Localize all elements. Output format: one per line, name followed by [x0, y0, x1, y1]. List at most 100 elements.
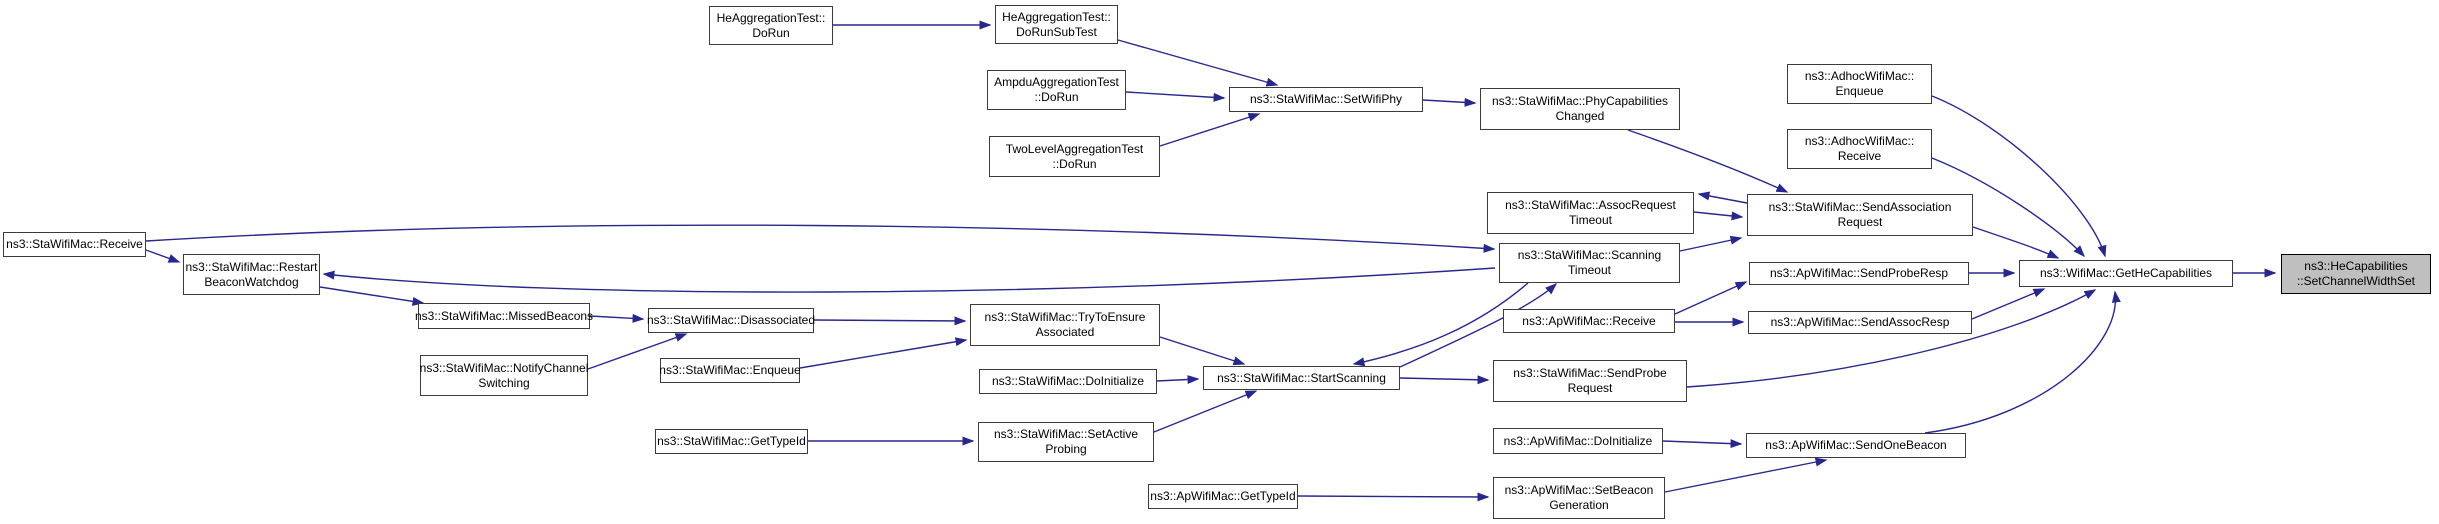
graph-node-label: ns3::ApWifiMac::SendOneBeacon [1765, 438, 1947, 452]
edge-scanning-timeout-to-restart-beaconwatchdog [322, 267, 1496, 293]
edge-sta-receive-to-scanning-timeout [145, 224, 1496, 253]
graph-node-label: ns3::ApWifiMac::SendProbeResp [1769, 266, 1949, 280]
graph-node-ap-receive[interactable]: ns3::ApWifiMac::Receive [1503, 309, 1675, 333]
graph-node-label: ns3::WifiMac::GetHeCapabilities [2039, 266, 2213, 280]
graph-node-sta-receive[interactable]: ns3::StaWifiMac::Receive [3, 232, 146, 257]
graph-node-label: ns3::ApWifiMac::SendAssocResp [1770, 315, 1950, 329]
graph-node-ap-gettypeid[interactable]: ns3::ApWifiMac::GetTypeId [1148, 484, 1298, 509]
graph-node-label: Request [1837, 215, 1883, 229]
graph-node-label: ::DoRun [1052, 156, 1097, 171]
edge-startscanning-to-sendprobe-request [1399, 375, 1490, 385]
graph-node-label: ns3::ApWifiMac::SetBeacon [1504, 483, 1654, 497]
graph-node-label: ns3::StaWifiMac::SetWifiPhy [1249, 92, 1403, 106]
graph-node-sta-enqueue[interactable]: ns3::StaWifiMac::Enqueue [659, 358, 801, 383]
graph-node-label: TwoLevelAggregationTest [1005, 141, 1144, 156]
graph-node-label: ns3::StaWifiMac::Restart [185, 259, 318, 274]
edge-adhoc-receive-to-gethecapabilities [1931, 157, 2086, 258]
graph-node-twolevel-dorun[interactable]: TwoLevelAggregationTest::DoRun [989, 136, 1160, 177]
graph-node-label: Enqueue [1835, 84, 1884, 98]
edge-sendprobe-request-to-gethecapabilities [1686, 289, 2097, 388]
graph-node-label: ns3::StaWifiMac::Enqueue [659, 363, 801, 377]
graph-node-label: Switching [478, 375, 530, 390]
edge-sta-enqueue-to-trytoensure-associated [799, 337, 968, 369]
graph-node-label: Timeout [1569, 213, 1612, 227]
edge-adhoc-enqueue-to-gethecapabilities [1931, 95, 2107, 258]
graph-node-setwifiphy[interactable]: ns3::StaWifiMac::SetWifiPhy [1229, 87, 1423, 112]
graph-node-label: ns3::StaWifiMac::AssocRequest [1505, 198, 1676, 212]
edge-disassociated-to-trytoensure-associated [813, 316, 967, 326]
edge-sta-receive-to-restart-beaconwatchdog [145, 249, 181, 263]
edge-sendassociation-request-to-gethecapabilities [1972, 226, 2060, 259]
edge-setwifiphy-to-phycapabilitieschanged [1422, 97, 1477, 107]
graph-node-label: Request [1567, 381, 1613, 395]
graph-node-label: ns3::StaWifiMac::TryToEnsure [984, 310, 1146, 324]
graph-node-label: AmpduAggregationTest [994, 75, 1119, 89]
graph-node-disassociated[interactable]: ns3::StaWifiMac::Disassociated [646, 308, 816, 333]
graph-node-label: ns3::StaWifiMac::SendProbe [1513, 366, 1667, 380]
graph-node-sendonebeacon[interactable]: ns3::ApWifiMac::SendOneBeacon [1746, 433, 1966, 458]
graph-node-label: ns3::StaWifiMac::PhyCapabilities [1491, 94, 1669, 108]
graph-node-ap-doinitialize[interactable]: ns3::ApWifiMac::DoInitialize [1493, 428, 1663, 454]
graph-node-label: ::SetChannelWidthSet [2296, 274, 2416, 288]
graph-node-missedbeacons[interactable]: ns3::StaWifiMac::MissedBeacons [414, 303, 594, 329]
graph-node-label: ns3::StaWifiMac::Scanning [1517, 248, 1662, 262]
graph-node-adhoc-enqueue[interactable]: ns3::AdhocWifiMac::Enqueue [1787, 64, 1932, 104]
graph-node-sta-gettypeid[interactable]: ns3::StaWifiMac::GetTypeId [655, 429, 808, 454]
edge-he-dorunsubtest-to-setwifiphy [1117, 39, 1279, 87]
graph-node-label: ns3::AdhocWifiMac:: [1804, 69, 1915, 83]
graph-node-adhoc-receive[interactable]: ns3::AdhocWifiMac::Receive [1787, 129, 1932, 169]
graph-node-label: ns3::StaWifiMac::Receive [6, 237, 143, 251]
graph-node-label: DoRun [752, 25, 790, 40]
graph-node-label: DoRunSubTest [1016, 24, 1097, 39]
edge-twolevel-dorun-to-setwifiphy [1159, 112, 1261, 147]
graph-node-label: Timeout [1568, 263, 1611, 277]
graph-node-sendassocresp[interactable]: ns3::ApWifiMac::SendAssocResp [1748, 311, 1972, 334]
edge-restart-beaconwatchdog-to-missedbeacons [319, 286, 425, 306]
graph-node-label: Changed [1555, 109, 1605, 123]
edge-phycapabilitieschanged-to-sendassociation-request [1627, 129, 1789, 193]
edge-ampdu-dorun-to-setwifiphy [1125, 91, 1226, 102]
edge-sta-doinitialize-to-startscanning [1156, 375, 1200, 385]
graph-node-label: ns3::StaWifiMac::NotifyChannel [419, 360, 589, 375]
graph-node-label: Receive [1837, 149, 1882, 163]
graph-node-label: ::DoRun [1034, 90, 1079, 104]
graph-node-gethecapabilities[interactable]: ns3::WifiMac::GetHeCapabilities [2019, 260, 2233, 287]
edge-assocrequest-timeout-to-sendassociation-request [1693, 211, 1744, 221]
graph-node-label: ns3::AdhocWifiMac:: [1804, 134, 1915, 148]
graph-node-label: ns3::StaWifiMac::MissedBeacons [414, 308, 594, 323]
graph-node-ampdu-dorun[interactable]: AmpduAggregationTest::DoRun [987, 70, 1126, 110]
graph-node-label: ns3::ApWifiMac::Receive [1522, 313, 1656, 328]
edge-startscanning-to-scanning-timeout [1399, 282, 1558, 368]
edge-ap-receive-to-sendproberesp [1674, 281, 1748, 315]
graph-node-he-dorunsubtest[interactable]: HeAggregationTest::DoRunSubTest [995, 5, 1118, 44]
edge-missedbeacons-to-disassociated [589, 313, 645, 323]
graph-node-startscanning[interactable]: ns3::StaWifiMac::StartScanning [1203, 366, 1400, 390]
graph-node-sta-doinitialize[interactable]: ns3::StaWifiMac::DoInitialize [979, 369, 1157, 394]
graph-node-label: ns3::StaWifiMac::DoInitialize [991, 374, 1145, 388]
edge-ap-gettypeid-to-setbeacon-generation [1297, 492, 1490, 502]
graph-node-label: BeaconWatchdog [204, 274, 299, 289]
graph-node-he-dorun[interactable]: HeAggregationTest::DoRun [709, 6, 833, 45]
edge-setactiveprobing-to-startscanning [1153, 390, 1258, 433]
edge-scanning-timeout-to-sendassociation-request [1679, 235, 1743, 252]
graph-node-label: ns3::StaWifiMac::SetActive [993, 427, 1139, 441]
graph-node-label: ns3::ApWifiMac::GetTypeId [1150, 489, 1296, 503]
edge-scanning-timeout-to-startscanning [1352, 282, 1529, 367]
graph-node-label: ns3::ApWifiMac::DoInitialize [1503, 433, 1653, 448]
graph-node-label: ns3::StaWifiMac::Disassociated [646, 313, 816, 327]
graph-node-label: Associated [1035, 325, 1095, 339]
graph-node-sendproberesp[interactable]: ns3::ApWifiMac::SendProbeResp [1749, 262, 1969, 285]
graph-node-label: HeAggregationTest:: [716, 10, 826, 25]
